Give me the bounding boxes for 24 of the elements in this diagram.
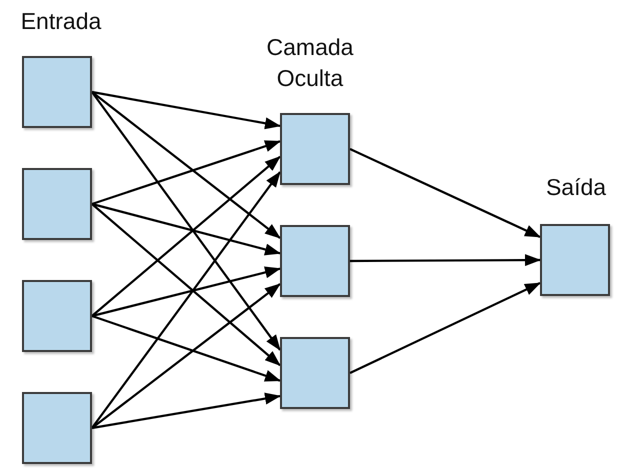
neuron-box [280,337,350,409]
layer-label: Entrada [20,7,102,36]
arrow [350,282,541,374]
neuron-box [280,113,350,185]
arrow [91,156,281,317]
arrow [350,148,541,238]
arrow [91,203,281,366]
layer-label: Saída [544,173,608,202]
arrow [92,314,281,382]
neuron-box [280,225,350,297]
arrow [92,202,281,256]
neuron-box [22,168,92,240]
neuron-box [22,56,92,128]
arrow [92,90,281,130]
layer-label: Camada Oculta [266,33,354,93]
neuron-box [540,224,610,296]
arrow [91,171,281,429]
neuron-box [22,392,92,464]
arrow [350,254,541,266]
arrow [92,140,281,206]
neuron-box [22,280,92,352]
arrow [91,91,281,351]
arrow [92,392,281,430]
arrow [92,266,281,318]
